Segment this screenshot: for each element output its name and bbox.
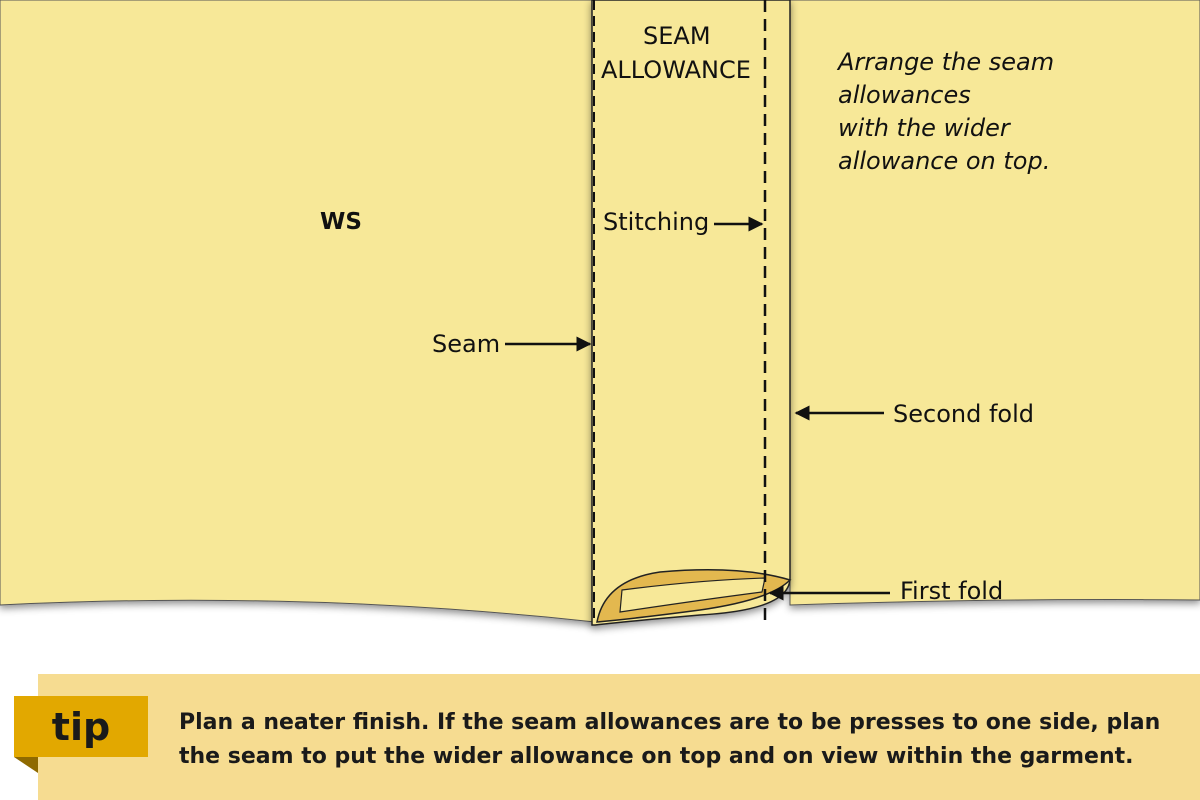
second-fold-label: Second fold <box>893 400 1034 428</box>
instruction-line: with the wider <box>838 114 1010 142</box>
instruction-note: Arrange the seam allowances with the wid… <box>838 46 1054 178</box>
instruction-line: allowance on top. <box>838 147 1051 175</box>
ws-label: WS <box>320 209 362 235</box>
seam-label: Seam <box>432 330 501 358</box>
first-fold-label: First fold <box>900 577 1004 605</box>
seam-allowance-label-line2: ALLOWANCE <box>601 56 751 84</box>
tip-badge-label: tip <box>51 704 111 749</box>
seam-allowance-label-line1: SEAM <box>643 22 711 50</box>
tip-text-line1: Plan a neater finish. If the seam allowa… <box>179 710 1161 735</box>
right-fabric-panel <box>789 0 1200 606</box>
tip-bar <box>38 674 1200 800</box>
tip-text: Plan a neater finish. If the seam allowa… <box>179 706 1179 774</box>
stitching-label: Stitching <box>603 208 710 236</box>
seam-allowance-strip <box>591 0 791 626</box>
left-fabric-panel <box>0 0 596 623</box>
tip-text-line2: the seam to put the wider allowance on t… <box>179 744 1134 769</box>
tip-badge-fold <box>14 757 38 773</box>
instruction-line: Arrange the seam <box>838 48 1055 76</box>
tip-badge: tip <box>14 696 148 757</box>
instruction-line: allowances <box>838 81 971 109</box>
